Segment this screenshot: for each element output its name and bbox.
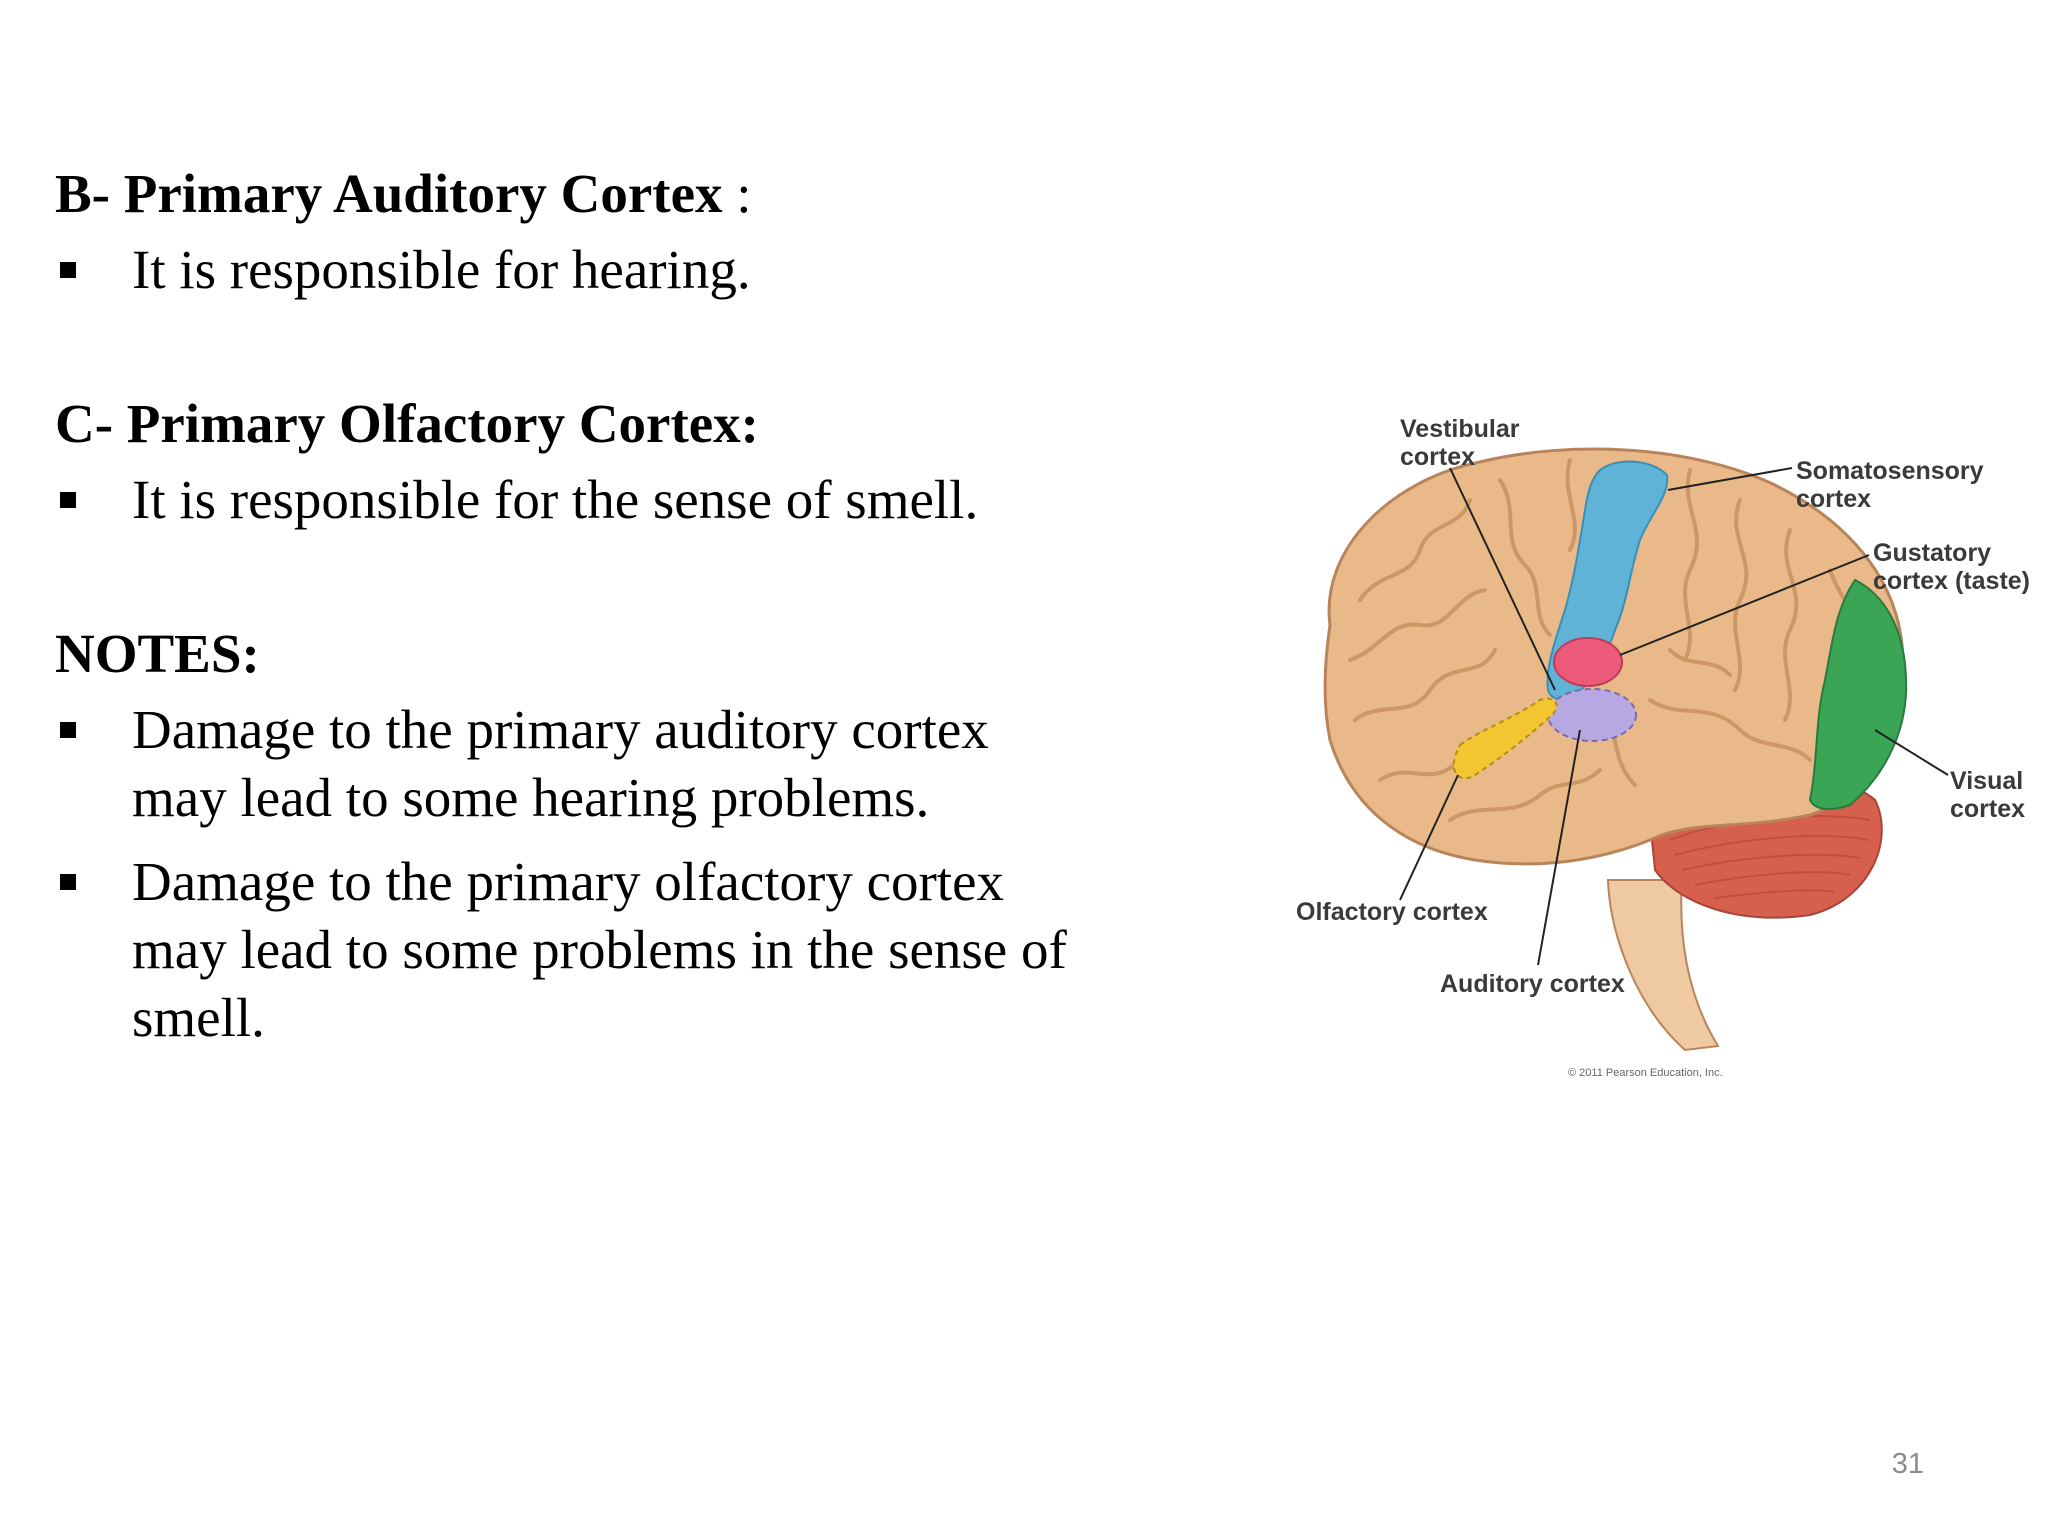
page-number: 31 (1891, 1448, 1924, 1480)
bullet-text: It is responsible for the sense of smell… (132, 469, 979, 530)
olfactory-cortex-region (1452, 697, 1558, 780)
gustatory-cortex-region (1553, 637, 1623, 687)
gyri-pattern (1348, 458, 1872, 822)
section-heading: NOTES: (55, 620, 1075, 688)
brainstem (1606, 879, 1720, 1052)
brain-illustration: Vestibular cortex Somatosensory cortex G… (1296, 415, 2030, 1079)
heading-text: B- Primary Auditory Cortex (55, 163, 723, 224)
section-auditory-cortex: B- Primary Auditory Cortex : It is respo… (55, 160, 1075, 304)
square-bullet-icon (60, 262, 76, 278)
heading-text: C- Primary Olfactory Cortex: (55, 393, 759, 454)
heading-text: NOTES: (55, 623, 260, 684)
list-item: Damage to the primary olfactory cortex m… (55, 848, 1075, 1052)
label-visual-line2: cortex (1950, 795, 2025, 823)
list-item: Damage to the primary auditory cortex ma… (55, 696, 1075, 832)
square-bullet-icon (60, 874, 76, 890)
label-auditory: Auditory cortex (1440, 970, 1625, 998)
label-visual-line1: Visual (1950, 767, 2023, 795)
label-gustatory-line2: cortex (taste) (1873, 567, 2030, 595)
leader-lines (1399, 467, 1949, 966)
bullet-list: Damage to the primary auditory cortex ma… (55, 696, 1075, 1052)
text-column: B- Primary Auditory Cortex : It is respo… (55, 160, 1075, 1068)
section-heading: C- Primary Olfactory Cortex: (55, 390, 1075, 458)
bullet-text: Damage to the primary olfactory cortex m… (132, 851, 1067, 1048)
brain-diagram: Vestibular cortex Somatosensory cortex G… (1270, 400, 2048, 1100)
section-heading: B- Primary Auditory Cortex : (55, 160, 1075, 228)
auditory-cortex-region (1547, 688, 1637, 742)
bullet-text: Damage to the primary auditory cortex ma… (132, 699, 989, 828)
section-olfactory-cortex: C- Primary Olfactory Cortex: It is respo… (55, 390, 1075, 534)
square-bullet-icon (60, 492, 76, 508)
label-olfactory: Olfactory cortex (1296, 898, 1488, 926)
list-item: It is responsible for hearing. (55, 236, 1075, 304)
bullet-list: It is responsible for the sense of smell… (55, 466, 1075, 534)
list-item: It is responsible for the sense of smell… (55, 466, 1075, 534)
bullet-text: It is responsible for hearing. (132, 239, 751, 300)
square-bullet-icon (60, 722, 76, 738)
label-somatosensory-line2: cortex (1796, 485, 1871, 513)
bullet-list: It is responsible for hearing. (55, 236, 1075, 304)
label-vestibular-line2: cortex (1400, 443, 1475, 471)
visual-cortex-region (1808, 578, 1908, 811)
label-vestibular-line1: Vestibular (1400, 415, 1520, 443)
label-gustatory-line1: Gustatory (1873, 539, 1991, 567)
section-notes: NOTES: Damage to the primary auditory co… (55, 620, 1075, 1052)
heading-suffix: : (722, 163, 752, 224)
figure-copyright: © 2011 Pearson Education, Inc. (1568, 1067, 1723, 1079)
label-somatosensory-line1: Somatosensory (1796, 457, 1984, 485)
